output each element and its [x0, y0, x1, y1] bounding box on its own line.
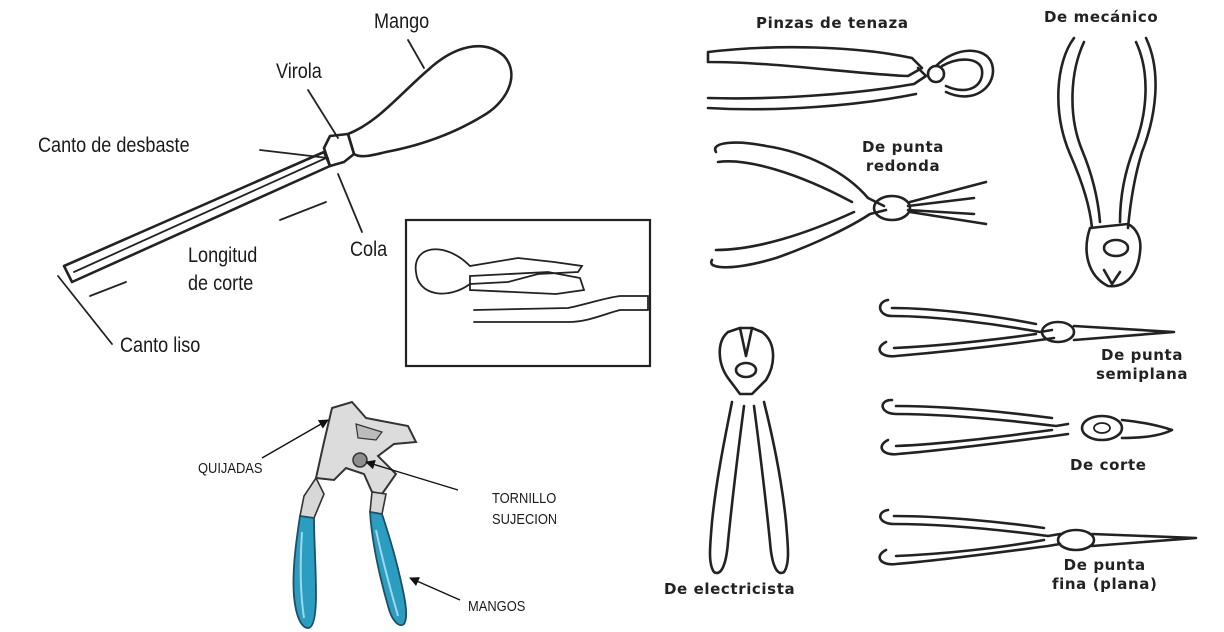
- label-electricista: De electricista: [664, 580, 795, 599]
- punta-redonda-pliers: [711, 143, 986, 268]
- label-canto-liso: Canto liso: [120, 334, 200, 358]
- canto-liso-leader: [58, 276, 112, 344]
- label-cola: Cola: [350, 238, 387, 262]
- mecanico-pliers: [1058, 38, 1155, 286]
- wrench-jaws: [316, 402, 416, 494]
- pliers-illustration: [656, 2, 1222, 626]
- wrench-handle-left: [293, 516, 316, 628]
- label-virola: Virola: [276, 60, 322, 84]
- electricista-pliers: [710, 328, 788, 573]
- label-tenaza: Pinzas de tenaza: [756, 14, 909, 33]
- wrench-handle-right: [370, 512, 406, 625]
- label-punta-fina: De punta fina (plana): [1052, 556, 1157, 594]
- mangos-arrow: [410, 578, 460, 600]
- inset-handle: [416, 249, 582, 293]
- quijadas-arrow: [262, 420, 328, 458]
- label-canto-desbaste: Canto de desbaste: [38, 134, 190, 158]
- label-corte: De corte: [1070, 456, 1147, 475]
- cola-leader: [338, 174, 362, 232]
- label-punta-semiplana: De punta semiplana: [1096, 346, 1188, 384]
- tenaza-pliers: [708, 47, 993, 109]
- label-mecanico: De mecánico: [1044, 8, 1158, 27]
- file-illustration: [8, 10, 652, 368]
- virola-leader: [308, 90, 338, 138]
- label-punta-redonda: De punta redonda: [862, 138, 944, 176]
- label-longitud-corte: Longitud de corte: [188, 242, 257, 298]
- mango-leader: [408, 40, 424, 68]
- label-tornillo: TORNILLO SUJECION: [492, 488, 556, 530]
- label-mango: Mango: [374, 10, 429, 34]
- corte-pliers: [882, 400, 1172, 454]
- wrench-screw: [353, 453, 367, 467]
- file-handle: [348, 46, 511, 156]
- file-diagram: Mango Virola Canto de desbaste Longitud …: [8, 10, 652, 368]
- pliers-diagram: Pinzas de tenaza De mecánico De punta re…: [656, 2, 1222, 626]
- label-mangos: MANGOS: [468, 596, 525, 617]
- label-quijadas: QUIJADAS: [198, 458, 263, 479]
- wrench-diagram: QUIJADAS TORNILLO SUJECION MANGOS: [196, 382, 556, 630]
